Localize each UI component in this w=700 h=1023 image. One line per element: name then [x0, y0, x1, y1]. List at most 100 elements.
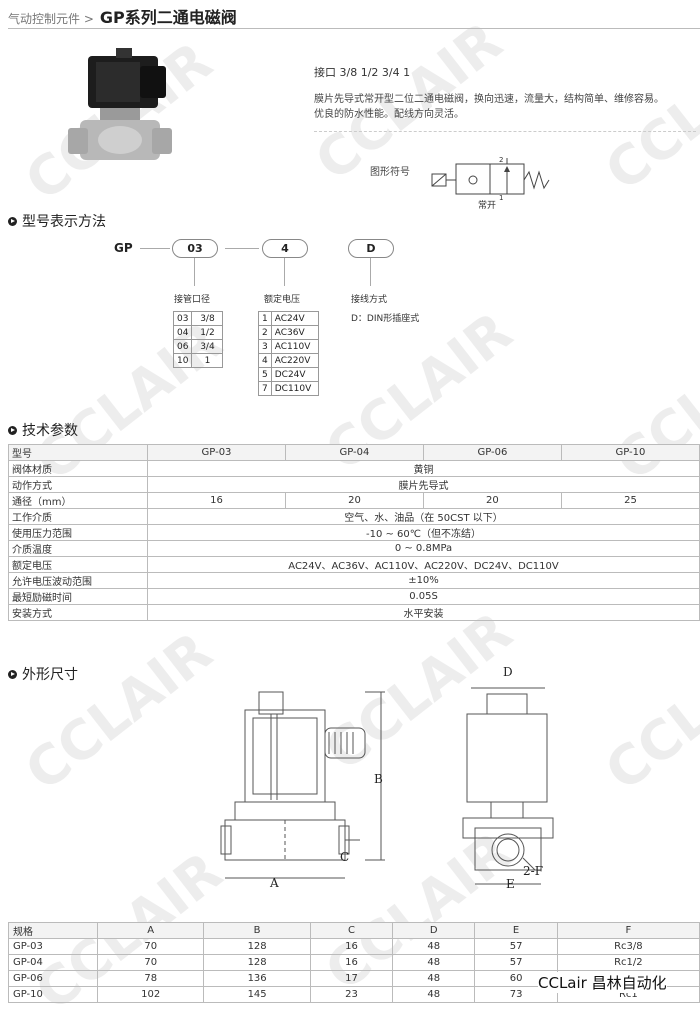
cell: AC24V [270, 311, 319, 326]
cell: 78 [96, 970, 205, 987]
cell: 16 [309, 938, 394, 955]
header-divider [8, 28, 700, 29]
header-cell: 规格 [8, 922, 98, 939]
header-cell: 型号 [8, 444, 148, 461]
section-heading: 外形尺寸 [22, 667, 78, 683]
section-bullet-icon [8, 669, 17, 679]
breadcrumb-parent[interactable]: 气动控制元件 > [8, 12, 94, 26]
description-divider [314, 131, 696, 132]
row-value: 水平安装 [147, 604, 700, 621]
header-cell: GP-04 [284, 444, 424, 461]
model-code-voltage: 4 [262, 239, 308, 258]
cell: 2 [258, 325, 272, 340]
row-value: 0.05S [147, 588, 700, 605]
cell: 57 [474, 954, 558, 971]
cell: 17 [309, 970, 394, 987]
product-photo [68, 48, 172, 160]
front-view-drawing [462, 687, 554, 885]
dim-label-c: C [340, 850, 350, 864]
cell: 57 [474, 938, 558, 955]
cell: Rc3/8 [556, 938, 700, 955]
header-cell: A [96, 922, 205, 939]
cell: 145 [203, 986, 311, 1003]
watermark: CCLAIR [593, 619, 700, 804]
cell: AC36V [270, 325, 319, 340]
cell: 06 [172, 339, 193, 354]
cell: DC24V [270, 367, 319, 382]
cell: GP-06 [8, 970, 98, 987]
model-connector [225, 248, 259, 249]
model-leader [194, 258, 195, 286]
row-value: 膜片先导式 [147, 476, 700, 493]
tech-spec-table: 型号 GP-03 GP-04 GP-06 GP-10 阀体材质黄铜 动作方式膜片… [8, 444, 700, 621]
row-label: 阀体材质 [8, 460, 148, 477]
header-cell: GP-10 [560, 444, 700, 461]
dim-label-e: E [506, 877, 515, 891]
table-row: 使用压力范围-10 ~ 60℃（但不冻结） [8, 524, 700, 541]
row-label: 使用压力范围 [8, 524, 148, 541]
cell: 70 [96, 938, 205, 955]
header-cell: GP-06 [422, 444, 562, 461]
table-row: 动作方式膜片先导式 [8, 476, 700, 493]
header-cell: E [474, 922, 558, 939]
cell: 48 [392, 954, 476, 971]
model-leader [370, 258, 371, 286]
row-value: 空气、水、油品（在 50CST 以下） [147, 508, 700, 525]
cell: 48 [392, 938, 476, 955]
table-row: 通径（mm） 16 20 20 25 [8, 492, 700, 509]
breadcrumb: 气动控制元件 > GP系列二通电磁阀 [8, 4, 237, 28]
cell: 1 [258, 311, 272, 326]
row-label: 最短励磁时间 [8, 588, 148, 605]
symbol-port-1: 1 [499, 194, 504, 202]
cell: 16 [309, 954, 394, 971]
cell: AC220V [270, 353, 319, 368]
cell: 70 [96, 954, 205, 971]
row-value: 黄铜 [147, 460, 700, 477]
brand-logo: CCLair 昌林自动化 [538, 972, 667, 993]
section-heading: 型号表示方法 [22, 214, 106, 230]
page-title: GP系列二通电磁阀 [99, 8, 237, 27]
header-cell: F [556, 922, 700, 939]
section-bullet-icon [8, 216, 17, 226]
cell: AC110V [270, 339, 319, 354]
cell: 10 [172, 353, 193, 368]
row-value: 20 [422, 492, 562, 509]
section-tech: 技术参数 [8, 420, 78, 440]
row-label: 通径（mm） [8, 492, 148, 509]
description-line-1: 膜片先导式常开型二位二通电磁阀，换向迅速，流量大，结构简单、维修容易。 [314, 94, 664, 105]
cell: 23 [309, 986, 394, 1003]
dim-label-a: A [270, 876, 279, 890]
cell: 4 [258, 353, 272, 368]
row-label: 介质温度 [8, 540, 148, 557]
row-label: 安装方式 [8, 604, 148, 621]
section-heading: 技术参数 [22, 423, 78, 439]
label-port-size: 接管口径 [174, 295, 211, 305]
dim-label-d: D [503, 665, 513, 679]
row-value: 16 [147, 492, 286, 509]
model-code-wiring: D [348, 239, 394, 258]
cell: GP-10 [8, 986, 98, 1003]
symbol-port-2: 2 [499, 156, 504, 164]
section-dimensions: 外形尺寸 [8, 664, 78, 684]
header-cell: B [203, 922, 311, 939]
symbol-note: 常开 [478, 201, 497, 211]
cell: 1 [191, 353, 224, 368]
dim-label-f: 2-F [523, 864, 544, 878]
cell: 3 [258, 339, 272, 354]
symbol-label: 图形符号 [370, 167, 410, 178]
row-value: -10 ~ 60℃（但不冻结） [147, 524, 700, 541]
